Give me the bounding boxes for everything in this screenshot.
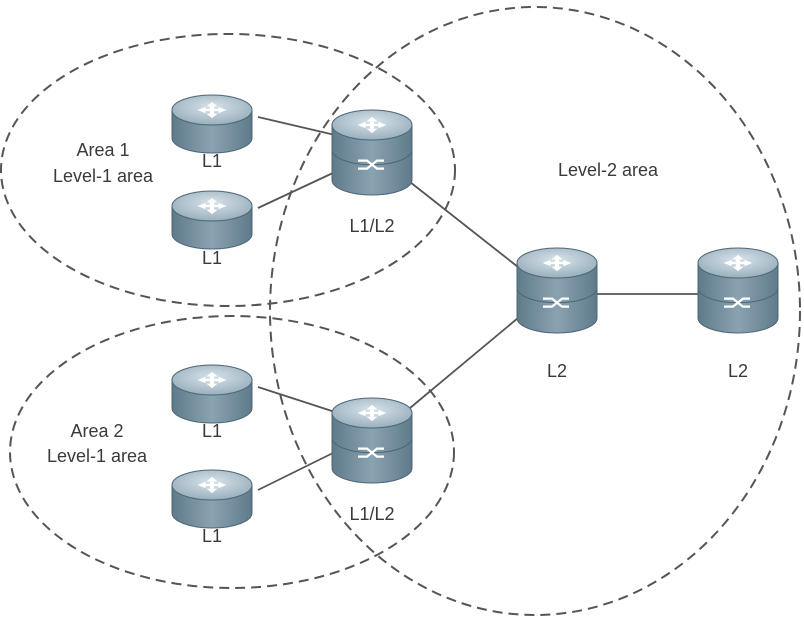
router-icon-r-a2-bottom: [171, 469, 253, 529]
label-a2-bottom: L1: [202, 526, 222, 546]
router-icon-r-a2-border: [331, 397, 413, 484]
link-a1border-l2center: [409, 181, 519, 268]
label-a1-bottom: L1: [202, 248, 222, 268]
router-icon-r-a2-top: [171, 364, 253, 424]
link-a2border-l2center: [409, 317, 519, 409]
router-icon-r-a1-bottom: [171, 190, 253, 250]
level2-area-boundary: [269, 6, 801, 616]
level2-area-title: Level-2 area: [558, 160, 659, 180]
link-a2bottom-a2border: [257, 451, 336, 491]
router-icon-r-l2-center: [516, 247, 598, 334]
link-a1bottom-a1border: [257, 171, 336, 209]
links: [257, 116, 698, 491]
label-l2-right: L2: [728, 361, 748, 381]
area1-subtitle: Level-1 area: [53, 166, 154, 186]
area1-boundary: [0, 33, 456, 307]
area2-subtitle: Level-1 area: [47, 446, 148, 466]
label-a2-border: L1/L2: [349, 504, 394, 524]
label-a2-top: L1: [202, 421, 222, 441]
label-l2-center: L2: [547, 361, 567, 381]
area2-title: Area 2: [70, 421, 123, 441]
router-icon-r-a1-border: [331, 109, 413, 196]
area1-title: Area 1: [76, 140, 129, 160]
router-icon-r-l2-right: [697, 247, 779, 334]
link-a1top-a1border: [257, 116, 336, 136]
label-a1-top: L1: [202, 151, 222, 171]
router-icon-r-a1-top: [171, 94, 253, 154]
link-a2top-a2border: [257, 386, 336, 413]
area2-boundary: [9, 315, 455, 589]
label-a1-border: L1/L2: [349, 216, 394, 236]
